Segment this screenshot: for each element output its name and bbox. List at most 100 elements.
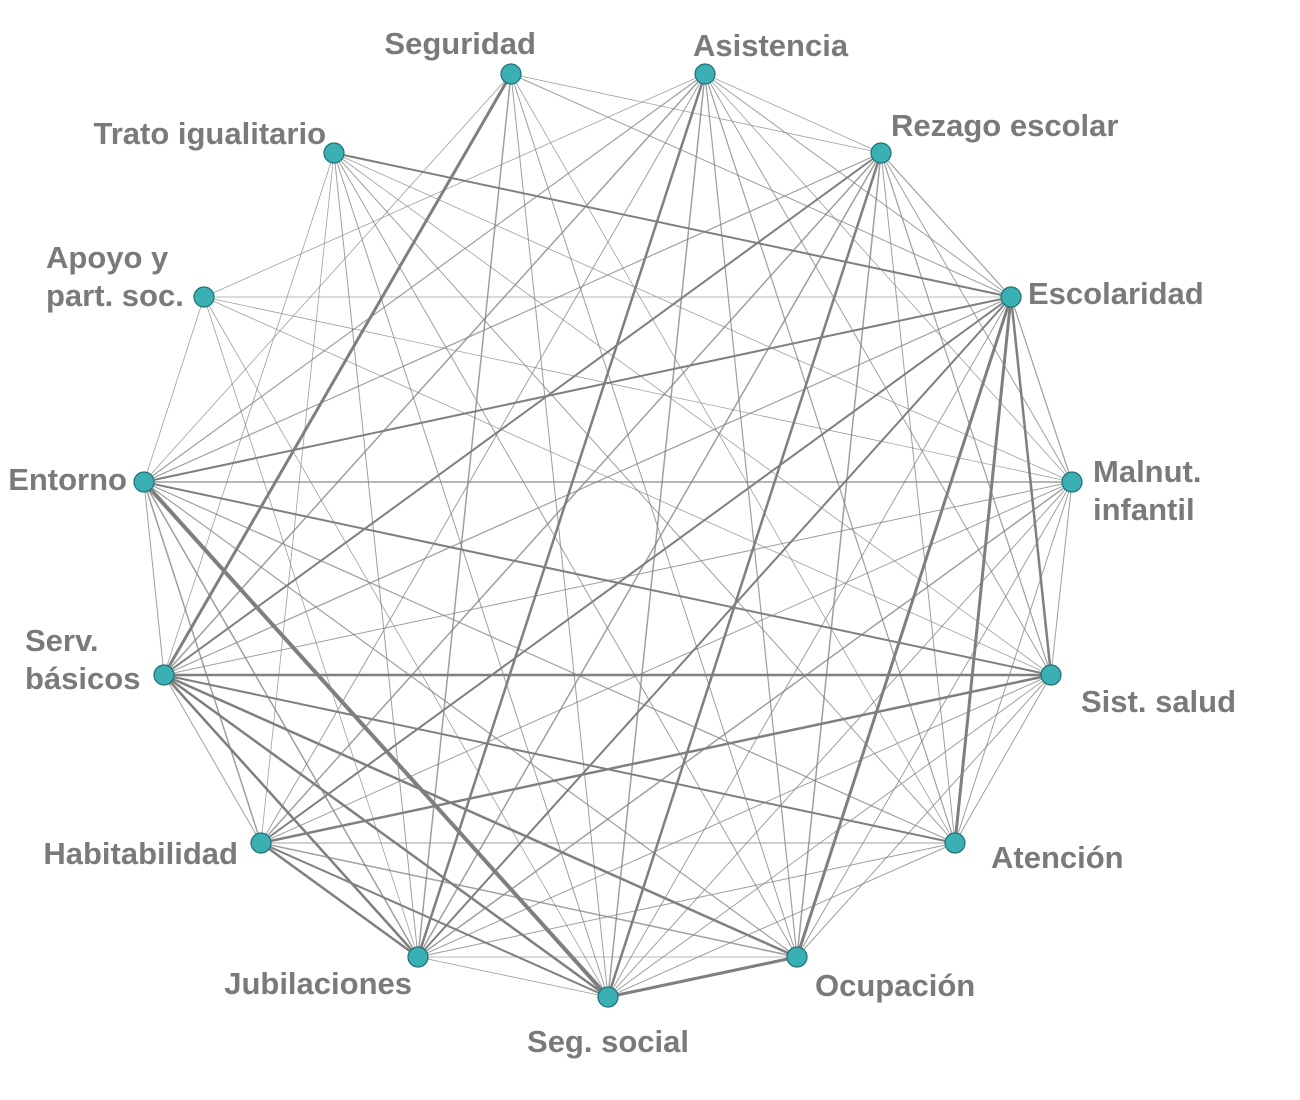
edge-escolaridad-ocupacion — [795, 295, 1013, 959]
node-rezago — [870, 142, 892, 164]
edge-jubilaciones-seguridad — [417, 73, 512, 958]
node-label-escolaridad: Escolaridad — [1028, 276, 1204, 311]
edge-servicios-ocupacion — [162, 673, 799, 959]
edge-atencion-rezago — [880, 152, 956, 844]
edge-jubilaciones-malnut — [417, 481, 1073, 958]
edge-ocupacion-salud — [796, 674, 1052, 958]
edge-apoyo-entorno — [143, 296, 205, 483]
edge-rezago-entorno — [143, 152, 882, 483]
edge-trato-escolaridad — [333, 152, 1012, 298]
edge-escolaridad-rezago — [880, 152, 1012, 298]
node-label-asistencia: Asistencia — [693, 28, 849, 63]
edge-escolaridad-atencion — [953, 295, 1013, 845]
edge-salud-asistencia — [704, 73, 1052, 676]
edge-seguridad-entorno — [143, 73, 512, 483]
edge-escolaridad-asistencia — [704, 73, 1012, 298]
edge-jubilaciones-segsocial — [417, 956, 609, 998]
node-label-entorno: Entorno — [8, 462, 127, 497]
edge-servicios-jubilaciones — [162, 673, 420, 959]
node-malnut — [1061, 471, 1083, 493]
edge-segsocial-trato — [333, 152, 609, 998]
edge-ocupacion-rezago — [796, 152, 882, 958]
edge-atencion-asistencia — [704, 73, 956, 844]
edge-atencion-entorno — [143, 481, 956, 844]
edge-servicios-atencion — [163, 674, 956, 844]
edge-segsocial-asistencia — [607, 73, 706, 998]
node-habitabilidad — [250, 832, 272, 854]
edge-malnut-rezago — [880, 152, 1073, 483]
edge-escolaridad-salud — [1009, 295, 1053, 677]
edge-servicios-seguridad — [162, 72, 513, 677]
edge-rezago-asistencia — [704, 73, 882, 154]
edge-jubilaciones-trato — [333, 152, 419, 958]
node-label-trato: Trato igualitario — [93, 116, 326, 151]
edge-atencion-malnut — [954, 481, 1073, 844]
edge-trato-habitabilidad — [260, 152, 335, 844]
edge-rezago-seguridad — [510, 73, 882, 154]
node-segsocial — [597, 986, 619, 1008]
edge-salud-rezago — [880, 152, 1052, 676]
edge-segsocial-ocupacion — [606, 955, 799, 999]
edge-servicios-asistencia — [163, 73, 706, 676]
edge-rezago-segsocial — [606, 151, 883, 999]
edge-jubilaciones-salud — [417, 674, 1052, 958]
edge-segsocial-atencion — [607, 842, 956, 998]
edge-servicios-segsocial — [162, 673, 610, 999]
edge-entorno-escolaridad — [143, 296, 1012, 483]
edge-habitabilidad-malnut — [260, 481, 1073, 844]
edge-segsocial-malnut — [607, 481, 1073, 998]
edge-atencion-salud — [954, 674, 1052, 844]
edge-habitabilidad-entorno — [143, 481, 262, 844]
node-seguridad — [500, 63, 522, 85]
edge-jubilaciones-entorno — [143, 481, 419, 958]
node-entorno — [133, 471, 155, 493]
edge-malnut-asistencia — [704, 73, 1073, 483]
node-apoyo — [193, 286, 215, 308]
edge-entorno-servicios — [143, 481, 165, 676]
edge-habitabilidad-asistencia — [260, 73, 706, 844]
edge-asistencia-entorno — [143, 73, 706, 483]
node-label-servicios: Serv.básicos — [25, 623, 140, 696]
node-label-seguridad: Seguridad — [384, 26, 536, 61]
node-servicios — [153, 664, 175, 686]
edge-ocupacion-entorno — [143, 481, 798, 958]
node-salud — [1040, 664, 1062, 686]
node-label-atencion: Atención — [991, 840, 1124, 875]
node-ocupacion — [786, 946, 808, 968]
node-label-ocupacion: Ocupación — [815, 968, 975, 1003]
edge-salud-malnut — [1050, 481, 1073, 676]
node-label-segsocial: Seg. social — [527, 1024, 689, 1059]
node-jubilaciones — [407, 946, 429, 968]
node-escolaridad — [1000, 286, 1022, 308]
edge-segsocial-salud — [607, 674, 1052, 998]
edge-malnut-trato — [333, 152, 1073, 483]
node-atencion — [944, 832, 966, 854]
node-label-jubilaciones: Jubilaciones — [224, 966, 412, 1001]
node-label-habitabilidad: Habitabilidad — [43, 836, 238, 871]
node-asistencia — [694, 63, 716, 85]
edge-habitabilidad-salud — [259, 673, 1053, 845]
node-layer — [133, 63, 1083, 1008]
edge-malnut-escolaridad — [1010, 296, 1073, 483]
edge-servicios-habitabilidad — [163, 674, 262, 844]
edge-habitabilidad-rezago — [260, 152, 882, 844]
edge-segsocial-escolaridad — [607, 296, 1012, 998]
edge-apoyo-jubilaciones — [203, 296, 419, 958]
edge-servicios-rezago — [163, 152, 882, 676]
edge-habitabilidad-ocupacion — [260, 842, 798, 958]
edge-asistencia-apoyo — [203, 73, 706, 298]
edge-salud-trato — [333, 152, 1052, 676]
edge-segsocial-apoyo — [203, 296, 609, 998]
edge-habitabilidad-jubilaciones — [259, 841, 420, 959]
edge-ocupacion-seguridad — [510, 73, 798, 958]
edge-layer — [142, 72, 1073, 999]
node-label-rezago: Rezago escolar — [891, 108, 1118, 143]
edge-atencion-seguridad — [510, 73, 956, 844]
edge-ocupacion-malnut — [796, 481, 1073, 958]
edge-segsocial-seguridad — [510, 73, 609, 998]
edge-trato-servicios — [163, 152, 335, 676]
edge-malnut-apoyo — [203, 296, 1073, 483]
